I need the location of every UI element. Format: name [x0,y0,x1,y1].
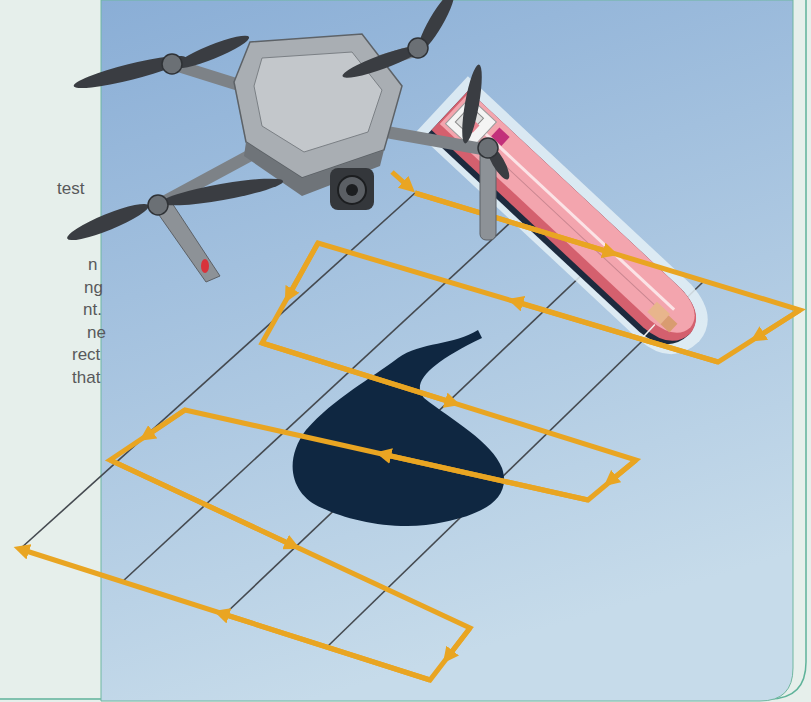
motors [148,38,498,215]
camera-lens-center [346,184,358,196]
deck-pipe [477,140,667,317]
path-arrow [262,343,454,403]
cropped-text: that [72,368,100,388]
cropped-text: ne [87,323,106,343]
cropped-text: rect [72,345,100,365]
start-arrow [392,172,410,188]
motor-hub [478,138,498,158]
path-arrow [447,628,470,658]
flight-path [20,193,800,680]
path-arrow [220,613,430,680]
sea-panel [101,0,793,701]
motor-hub [162,54,182,74]
drone-arms [158,50,488,205]
motor-hub [148,195,168,215]
motor-hub [408,38,428,58]
drone [64,0,513,282]
path-arrow [110,460,294,546]
cropped-text: n [88,255,97,275]
camera-lens [338,176,366,204]
cropped-text: ng [84,278,103,298]
drone-led [201,259,209,273]
path-arrow [382,454,588,500]
propeller-blade [72,50,188,94]
path-arrow [756,310,800,338]
propeller-blade [458,63,486,144]
oil-spill [293,330,504,526]
tanker-ship [416,76,724,370]
bow-cargo [660,316,677,333]
propeller-blade [160,173,285,210]
survey-path [20,172,800,680]
ship-wake [416,76,724,370]
cropped-text: test [57,179,84,199]
propeller-blade [172,31,251,74]
path-arrow [514,301,718,362]
bow-ladder [643,324,655,337]
drone-gimbal [330,168,374,210]
ship-deck [440,92,706,344]
hull-side [432,90,709,353]
propeller-blade [64,198,152,246]
propellers [64,0,513,246]
path-arrow [415,193,612,253]
path-arrow [288,243,318,297]
path-arrow [145,410,185,437]
cropped-text: nt. [83,300,102,320]
path-arrow [609,460,636,482]
